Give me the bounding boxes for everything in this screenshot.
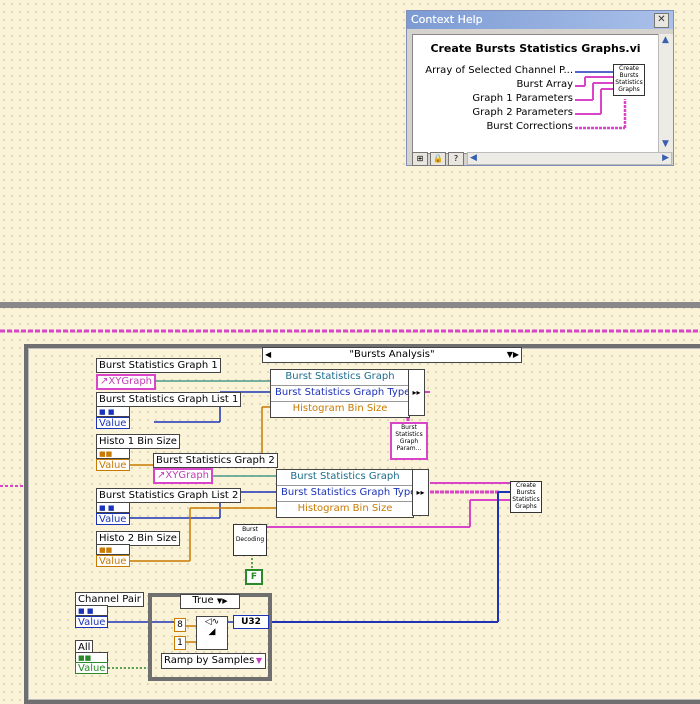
graph1-list-value[interactable]: Value	[96, 417, 130, 429]
inner-case-selector-label: True	[192, 595, 214, 606]
graph1-ref-text: XYGraph	[108, 376, 153, 387]
window-divider	[0, 302, 700, 308]
all-value[interactable]: Value	[75, 662, 108, 674]
prop-item[interactable]: Histogram Bin Size	[292, 403, 388, 414]
terminal-label: Burst Corrections	[486, 121, 573, 132]
graph2-ref-text: XYGraph	[165, 470, 210, 481]
property-node-1[interactable]: Burst Statistics Graph Burst Statistics …	[270, 369, 410, 418]
context-help-body: Create Bursts Statistics Graphs.vi Array…	[412, 34, 659, 154]
vertical-scrollbar[interactable]: ▲ ▼	[658, 34, 673, 152]
create-graphs-subvi[interactable]: Create Bursts Statistics Graphs	[510, 481, 542, 513]
numeric-terminal-icon[interactable]: ■■	[96, 544, 130, 555]
channel-pair-value[interactable]: Value	[75, 616, 108, 628]
scroll-right-icon[interactable]: ▶	[662, 153, 669, 163]
increment-icon[interactable]: ▼▶	[506, 350, 519, 359]
enum-terminal-icon[interactable]: ■ ■	[96, 502, 130, 513]
histo1-label[interactable]: Histo 1 Bin Size	[96, 434, 180, 449]
detail-icon[interactable]: ⊞	[412, 152, 428, 166]
graph1-label[interactable]: Burst Statistics Graph 1	[96, 358, 221, 373]
property-node-2[interactable]: Burst Statistics Graph Burst Statistics …	[276, 469, 416, 518]
lock-icon[interactable]: 🔒	[430, 152, 446, 166]
histo2-value[interactable]: Value	[96, 555, 130, 567]
prop-item[interactable]: Burst Statistics Graph Type	[271, 386, 410, 402]
help-icon[interactable]: ?	[448, 152, 464, 166]
bundle-node-icon[interactable]: ▸▸	[412, 469, 429, 516]
context-help-titlebar[interactable]: Context Help ✕	[407, 11, 673, 29]
graph1-reference[interactable]: ↗XYGraph	[96, 374, 157, 390]
channel-pair-label[interactable]: Channel Pair	[75, 592, 144, 607]
histo2-label[interactable]: Histo 2 Bin Size	[96, 531, 180, 546]
terminal-label: Array of Selected Channel P...	[425, 65, 573, 76]
case-selector-label: "Bursts Analysis"	[349, 349, 435, 360]
context-help-buttons: ⊞ 🔒 ?	[412, 152, 467, 166]
prop-item[interactable]: Histogram Bin Size	[297, 503, 393, 514]
prop-item[interactable]: Burst Statistics Graph	[277, 470, 413, 486]
context-help-title: Context Help	[411, 13, 483, 26]
histo1-value[interactable]: Value	[96, 459, 130, 471]
horizontal-scrollbar[interactable]: ◀ ▶	[467, 152, 672, 165]
burst-decoding-subvi[interactable]: Burst Decoding	[233, 524, 267, 556]
create-graphs-vi-icon: Create Bursts Statistics Graphs	[613, 64, 645, 96]
close-icon[interactable]: ✕	[654, 13, 669, 28]
false-constant[interactable]: F	[245, 569, 263, 585]
ramp-mode-ring[interactable]: Ramp by Samples ▼	[161, 653, 266, 669]
inner-case-selector[interactable]: True ▼▶	[180, 594, 240, 609]
enum-terminal-icon[interactable]: ■ ■	[96, 406, 130, 417]
case-selector[interactable]: ◀ "Bursts Analysis" ▼▶	[262, 347, 522, 363]
terminal-label: Burst Array	[516, 79, 573, 90]
context-help-wires	[575, 71, 627, 130]
reference-icon: ↗	[157, 470, 166, 481]
enum-terminal-icon[interactable]: ■ ■	[75, 605, 108, 616]
scroll-left-icon[interactable]: ◀	[470, 153, 477, 163]
graph2-list-label[interactable]: Burst Statistics Graph List 2	[96, 488, 242, 503]
terminal-label: Graph 2 Parameters	[472, 107, 573, 118]
context-help-window: Context Help ✕ Create Bursts Statistics …	[406, 10, 674, 166]
terminal-label: Graph 1 Parameters	[472, 93, 573, 104]
scroll-down-icon[interactable]: ▼	[662, 139, 669, 149]
reference-icon: ↗	[100, 376, 109, 387]
u32-conversion[interactable]: U32	[233, 615, 269, 629]
graph2-list-value[interactable]: Value	[96, 513, 130, 525]
vi-name: Create Bursts Statistics Graphs.vi	[430, 42, 641, 55]
constant-8[interactable]: 8	[174, 618, 186, 632]
dropdown-icon[interactable]: ▼▶	[216, 597, 228, 605]
bundle-node-icon[interactable]: ▸▸	[408, 369, 425, 416]
titlebar-gradient	[407, 11, 673, 29]
graph-params-subvi[interactable]: Burst Statistics Graph Param...	[390, 422, 428, 460]
graph1-list-label[interactable]: Burst Statistics Graph List 1	[96, 392, 242, 407]
graph2-label[interactable]: Burst Statistics Graph 2	[153, 453, 278, 468]
decrement-icon[interactable]: ◀	[265, 350, 272, 359]
numeric-terminal-icon[interactable]: ■■	[96, 448, 130, 459]
scroll-up-icon[interactable]: ▲	[662, 35, 669, 45]
dropdown-icon[interactable]: ▼	[255, 656, 262, 665]
prop-item[interactable]: Burst Statistics Graph Type	[277, 486, 416, 502]
ramp-vi-icon[interactable]: ◁∿◢	[196, 616, 228, 650]
ramp-mode-label: Ramp by Samples	[164, 655, 255, 666]
constant-1[interactable]: 1	[174, 636, 186, 650]
prop-item[interactable]: Burst Statistics Graph	[271, 370, 409, 386]
graph2-reference[interactable]: ↗XYGraph	[153, 468, 214, 484]
